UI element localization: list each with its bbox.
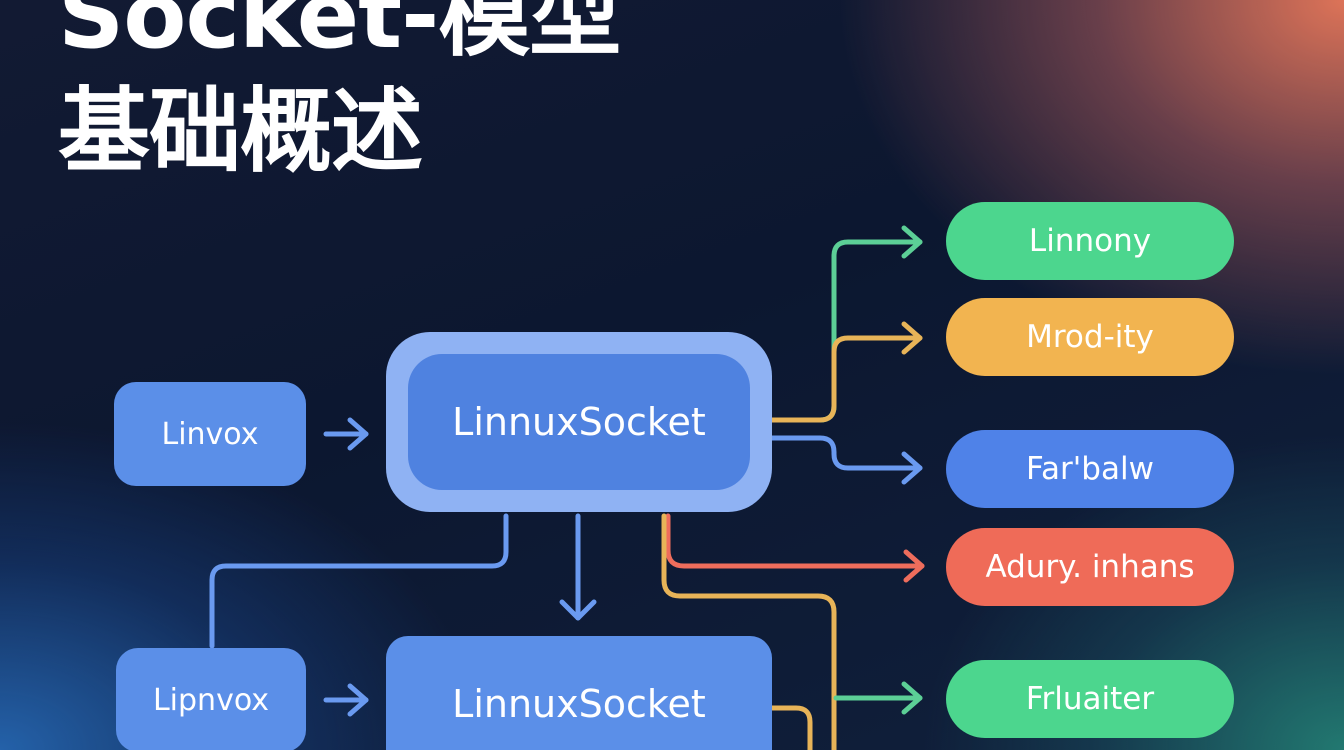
node-linnuxsocket-top[interactable]: LinnuxSocket — [408, 354, 750, 490]
output-frluaiter[interactable]: Frluaiter — [946, 660, 1234, 738]
arrow-right-icon — [323, 683, 369, 717]
arrow-right-icon — [903, 549, 925, 583]
title-line-2: 基础概述 — [58, 78, 423, 185]
arrow-right-icon — [901, 321, 923, 355]
title-line-1: Socket-模型 — [58, 0, 621, 69]
output-adury[interactable]: Adury. inhans — [946, 528, 1234, 606]
connector-farbalw — [769, 435, 923, 471]
arrow-right-icon — [901, 681, 923, 715]
connector-mrodity — [769, 335, 923, 423]
node-lipnvox[interactable]: Lipnvox — [116, 648, 306, 750]
output-linnony[interactable]: Linnony — [946, 202, 1234, 280]
arrow-right-icon — [901, 451, 923, 485]
connector-core-bottom — [769, 705, 813, 750]
connector-frluaiter-yellow — [661, 513, 837, 750]
output-farbalw[interactable]: Far'balw — [946, 430, 1234, 508]
arrow-right-icon — [901, 225, 923, 259]
arrow-down-icon — [559, 513, 597, 621]
node-linvox[interactable]: Linvox — [114, 382, 306, 486]
node-linnuxsocket-bottom[interactable]: LinnuxSocket — [386, 636, 772, 750]
connector-linnony — [769, 239, 923, 423]
connector-adury — [665, 513, 925, 569]
loop-connector — [209, 513, 509, 649]
arrow-right-icon — [323, 417, 369, 451]
output-mrodity[interactable]: Mrod-ity — [946, 298, 1234, 376]
